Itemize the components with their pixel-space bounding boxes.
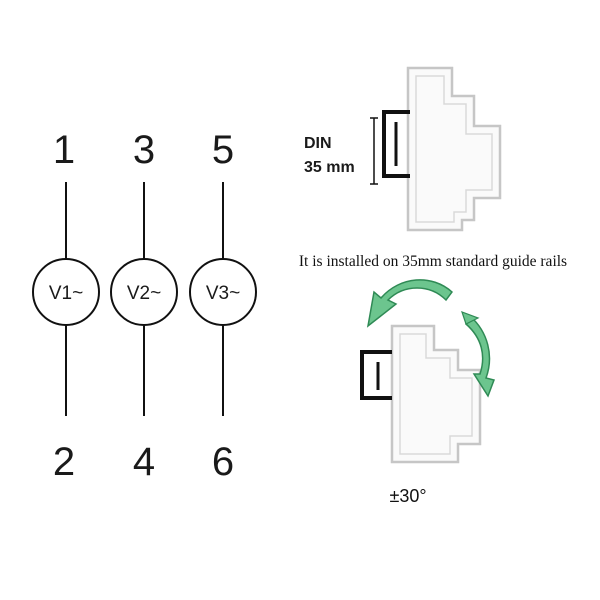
rotation-angle-label: ±30° [389,486,426,506]
din-size-label: 35 mm [304,159,355,176]
din-rail-profile [382,110,410,178]
wiring-schematic: 1 V1~ 2 3 V2~ 4 5 V3~ 6 [32,128,257,484]
terminal-2-label: 2 [53,440,75,484]
din-module-rotation-view [360,324,482,464]
installation-caption: It is installed on 35mm standard guide r… [299,253,567,270]
terminal-5-label: 5 [212,128,234,172]
voltage-label-1: V1~ [49,283,83,304]
voltage-label-2: V2~ [127,283,161,304]
terminal-1-label: 1 [53,128,75,172]
din-label: DIN [304,135,332,152]
din-rail-profile-rotated [360,350,392,400]
voltage-label-3: V3~ [206,283,240,304]
din-module-side-view [370,66,502,232]
rotation-arrow-icon-right [465,314,495,398]
rotation-arrow-icon [366,279,454,328]
rotation-arrows [366,279,495,398]
terminal-3-label: 3 [133,128,155,172]
terminal-4-label: 4 [133,440,155,484]
terminal-6-label: 6 [212,440,234,484]
